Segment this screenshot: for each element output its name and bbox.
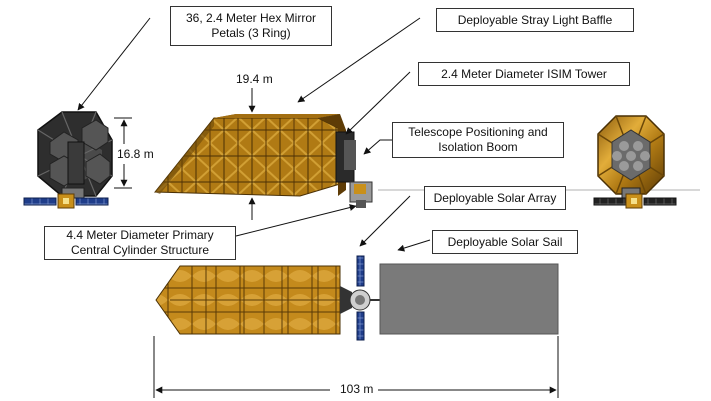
isometric-baffle-body	[153, 114, 700, 208]
front-view-gold	[593, 115, 677, 209]
label-hex-mirror-line1: 36, 2.4 Meter Hex Mirror	[185, 11, 317, 25]
label-hex-mirror-petals: 36, 2.4 Meter Hex Mirror Petals (3 Ring)	[170, 6, 332, 46]
label-stray-light-baffle: Deployable Stray Light Baffle	[436, 8, 634, 32]
label-telescope-boom: Telescope Positioning and Isolation Boom	[392, 122, 564, 158]
label-solar-sail: Deployable Solar Sail	[432, 230, 578, 254]
label-solar-array: Deployable Solar Array	[424, 186, 566, 210]
label-solar-sail-text: Deployable Solar Sail	[447, 234, 563, 249]
length-dimension-line	[153, 336, 559, 398]
dimension-width-top: 19.4 m	[236, 72, 273, 86]
side-view-assembly	[155, 255, 559, 341]
front-view-mirror	[23, 111, 113, 209]
label-solar-array-text: Deployable Solar Array	[433, 190, 557, 205]
label-hex-mirror-line2: Petals (3 Ring)	[211, 26, 291, 40]
label-stray-light-text: Deployable Stray Light Baffle	[457, 12, 613, 27]
label-isim-tower-text: 2.4 Meter Diameter ISIM Tower	[441, 66, 607, 81]
leader-lines	[77, 17, 431, 252]
label-primary-cylinder-line2: Central Cylinder Structure	[70, 243, 210, 257]
label-primary-cylinder-line1: 4.4 Meter Diameter Primary	[66, 228, 214, 242]
label-telescope-boom-line2: Isolation Boom	[438, 140, 518, 154]
label-isim-tower: 2.4 Meter Diameter ISIM Tower	[418, 62, 630, 86]
label-telescope-boom-line1: Telescope Positioning and	[408, 125, 548, 139]
dimension-height-front: 16.8 m	[117, 147, 154, 161]
label-primary-cylinder: 4.4 Meter Diameter Primary Central Cylin…	[44, 226, 236, 260]
height-dimension-line	[114, 117, 132, 189]
dimension-total-length: 103 m	[336, 382, 378, 396]
